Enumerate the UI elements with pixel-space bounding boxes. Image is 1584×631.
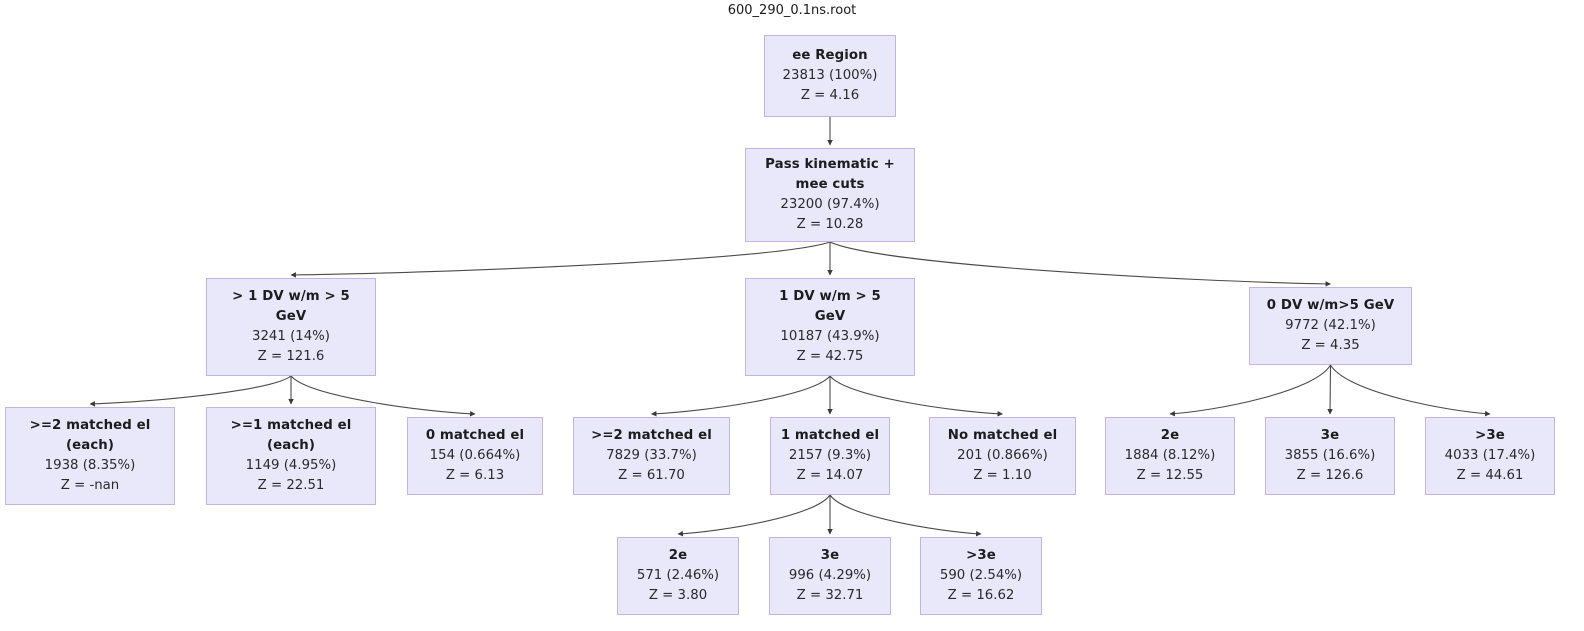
tree-edge	[290, 241, 831, 278]
node-label: 0 DV w/m>5 GeV	[1266, 298, 1395, 313]
node-label: >=2 matched el(each)	[29, 418, 151, 453]
node-significance: Z = 4.16	[800, 88, 860, 103]
node-label: 1 matched el	[780, 428, 880, 443]
node-label: 2e	[668, 548, 688, 563]
node-count: 4033 (17.4%)	[1444, 448, 1536, 463]
node-label: 3e	[1320, 428, 1340, 443]
tree-edge	[829, 375, 1004, 417]
node-count: 3855 (16.6%)	[1284, 448, 1376, 463]
node-significance: Z = 32.71	[796, 588, 864, 603]
node-label: 2e	[1160, 428, 1180, 443]
node-count: 23813 (100%)	[782, 68, 878, 83]
node-count: 10187 (43.9%)	[780, 329, 880, 344]
tree-node[interactable]: 2e 1884 (8.12%) Z = 12.55	[1105, 417, 1235, 495]
node-label: >3e	[1475, 428, 1505, 443]
node-count: 3241 (14%)	[252, 329, 330, 344]
graph-title: 600_290_0.1ns.root	[727, 3, 857, 18]
node-significance: Z = 44.61	[1456, 468, 1524, 483]
node-count: 7829 (33.7%)	[606, 448, 697, 463]
node-count: 154 (0.664%)	[429, 448, 521, 463]
node-significance: Z = 42.75	[796, 349, 864, 364]
node-significance: Z = 12.55	[1136, 468, 1204, 483]
node-significance: Z = 14.07	[796, 468, 864, 483]
tree-node[interactable]: 3e 996 (4.29%) Z = 32.71	[769, 537, 891, 615]
tree-edge	[829, 494, 982, 537]
node-count: 590 (2.54%)	[939, 568, 1023, 583]
tree-node[interactable]: >=2 matched el 7829 (33.7%) Z = 61.70	[573, 417, 730, 495]
node-count: 1938 (8.35%)	[44, 458, 136, 473]
tree-node[interactable]: >=2 matched el(each) 1938 (8.35%) Z = -nan	[5, 407, 175, 505]
tree-node[interactable]: 1 matched el 2157 (9.3%) Z = 14.07	[770, 417, 890, 495]
tree-node[interactable]: No matched el 201 (0.866%) Z = 1.10	[929, 417, 1076, 495]
node-significance: Z = 6.13	[445, 468, 505, 483]
tree-node[interactable]: 0 matched el 154 (0.664%) Z = 6.13	[407, 417, 543, 495]
node-significance: Z = 10.28	[796, 217, 864, 232]
tree-edge	[650, 375, 831, 417]
node-count: 9772 (42.1%)	[1285, 318, 1376, 333]
node-significance: Z = 61.70	[618, 468, 685, 483]
node-label: Pass kinematic +mee cuts	[765, 157, 895, 192]
node-significance: Z = 126.6	[1296, 468, 1364, 483]
node-count: 1149 (4.95%)	[245, 458, 337, 473]
tree-node[interactable]: >3e 590 (2.54%) Z = 16.62	[920, 537, 1042, 615]
tree-node[interactable]: 0 DV w/m>5 GeV 9772 (42.1%) Z = 4.35	[1249, 287, 1412, 365]
tree-node[interactable]: Pass kinematic +mee cuts 23200 (97.4%) Z =…	[745, 148, 915, 242]
node-significance: Z = 22.51	[257, 478, 325, 493]
tree-edge	[1169, 364, 1331, 417]
node-significance: Z = 121.6	[257, 349, 325, 364]
node-significance: Z = 1.10	[973, 468, 1032, 483]
node-label: ee Region	[792, 48, 868, 63]
node-label: >3e	[966, 548, 996, 563]
node-label: 0 matched el	[425, 428, 525, 443]
node-count: 1884 (8.12%)	[1124, 448, 1216, 463]
node-label: 3e	[820, 548, 840, 563]
tree-node[interactable]: ee Region 23813 (100%) Z = 4.16	[764, 35, 896, 117]
tree-edge	[677, 494, 831, 537]
tree-node[interactable]: >3e 4033 (17.4%) Z = 44.61	[1425, 417, 1555, 495]
node-count: 2157 (9.3%)	[788, 448, 872, 463]
tree-node[interactable]: 3e 3855 (16.6%) Z = 126.6	[1265, 417, 1395, 495]
node-label: >=2 matched el	[591, 428, 712, 443]
tree-edge	[1330, 364, 1491, 417]
node-count: 571 (2.46%)	[636, 568, 720, 583]
tree-node[interactable]: >=1 matched el(each) 1149 (4.95%) Z = 22.5…	[206, 407, 376, 505]
node-significance: Z = 16.62	[947, 588, 1015, 603]
node-count: 23200 (97.4%)	[780, 197, 880, 212]
tree-edge	[1327, 364, 1333, 415]
node-count: 996 (4.29%)	[788, 568, 872, 583]
node-count: 201 (0.866%)	[957, 448, 1048, 463]
node-label: No matched el	[947, 428, 1058, 443]
node-label: >=1 matched el(each)	[230, 418, 352, 453]
tree-edge	[89, 375, 292, 407]
node-significance: Z = -nan	[60, 478, 120, 493]
node-significance: Z = 4.35	[1301, 338, 1360, 353]
node-significance: Z = 3.80	[648, 588, 708, 603]
tree-node[interactable]: 2e 571 (2.46%) Z = 3.80	[617, 537, 739, 615]
